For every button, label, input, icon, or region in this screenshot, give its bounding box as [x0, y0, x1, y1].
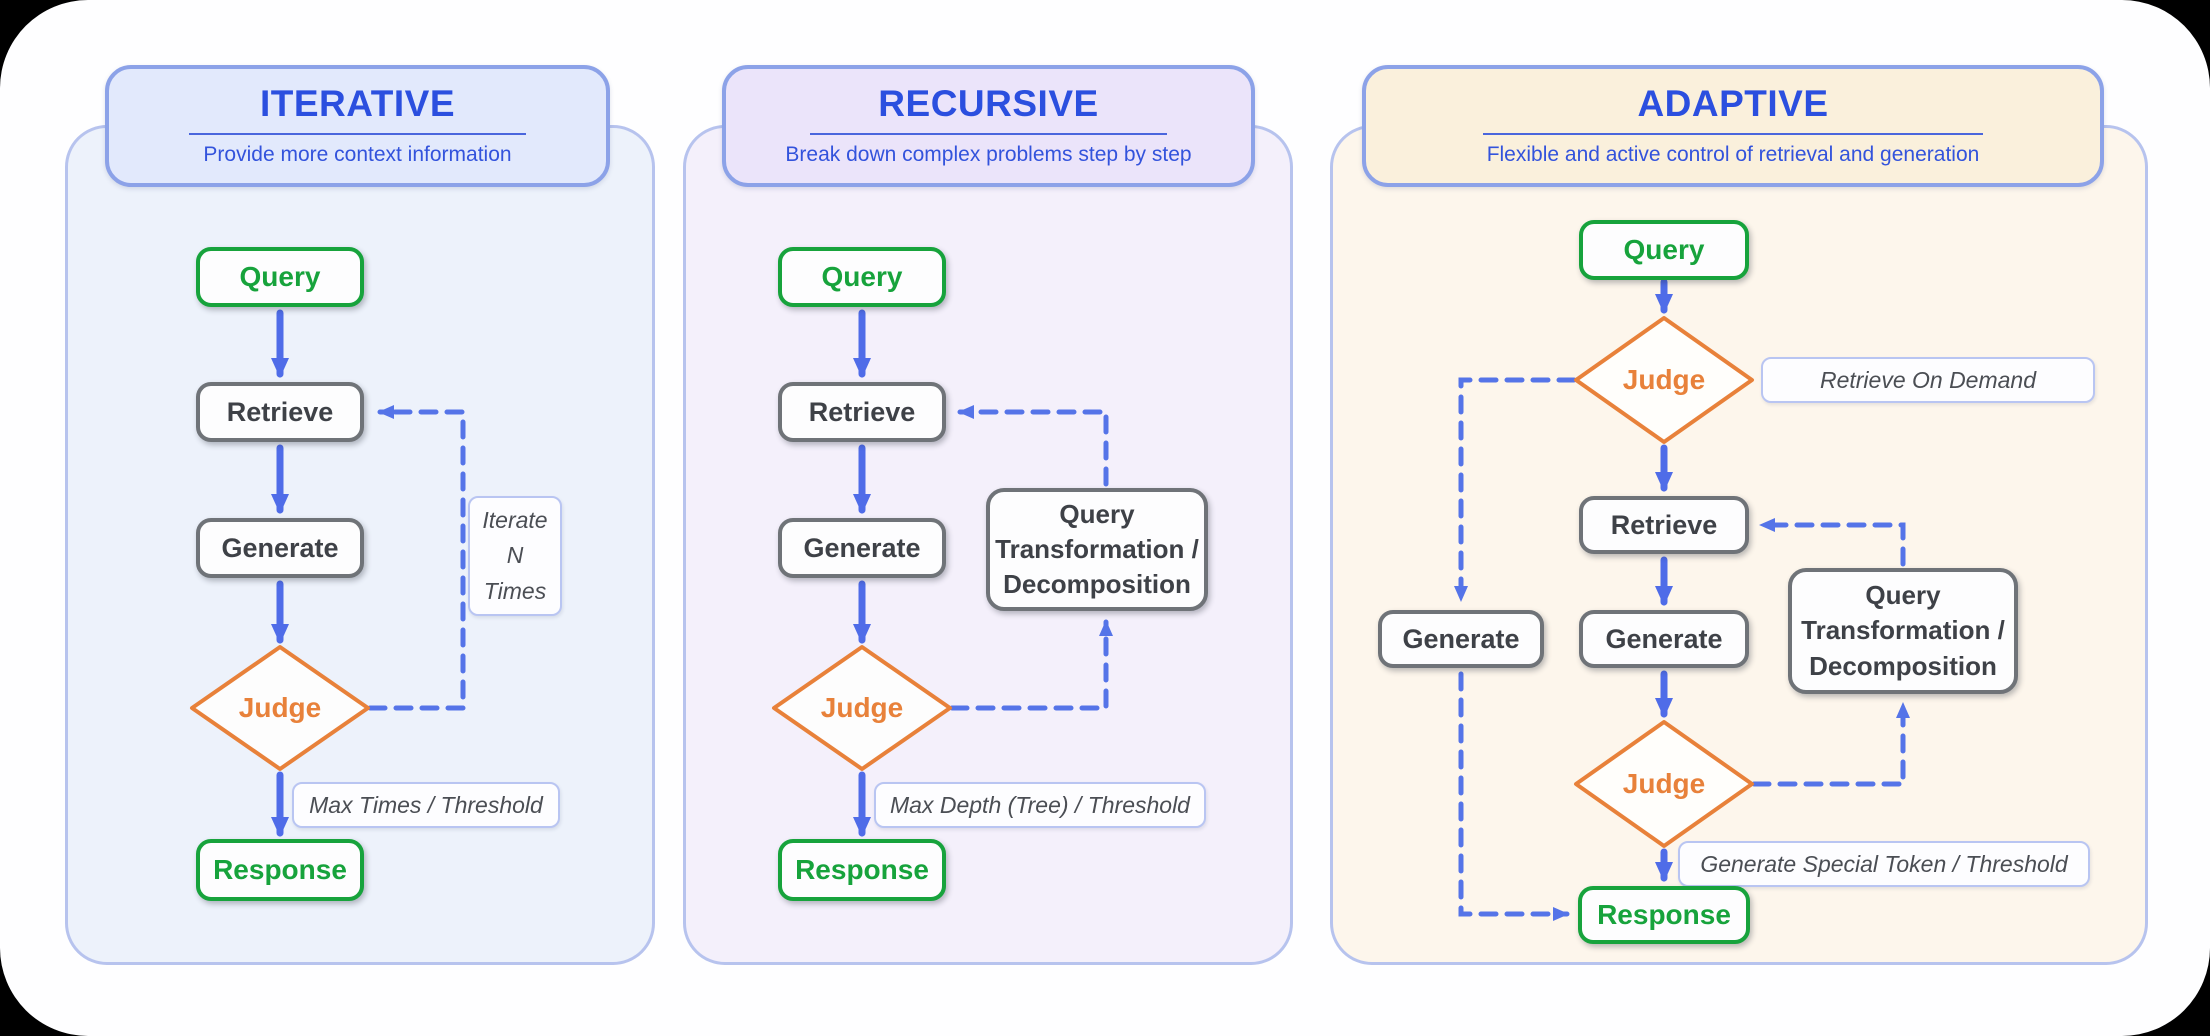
adaptive-title-underline — [1483, 132, 1983, 135]
dashed-generate-left-response — [1458, 671, 1570, 921]
adaptive-header: ADAPTIVE Flexible and active control of … — [1362, 65, 2104, 187]
retrieve-node: Retrieve — [196, 382, 364, 442]
query-transformation-box: Query Transformation / Decomposition — [986, 488, 1208, 611]
dashed-loop-judge-retrieve — [367, 405, 466, 711]
iterative-title-underline — [188, 132, 527, 135]
judge-bottom-diamond — [1574, 720, 1754, 848]
judge-diamond — [190, 645, 370, 771]
retrieve-node: Retrieve — [778, 382, 946, 442]
iterative-subtitle: Provide more context information — [203, 142, 512, 166]
adaptive-flow: Query Judge Retrieve On Demand Retrieve … — [1333, 128, 2145, 962]
transform-line3: Decomposition — [1809, 650, 1997, 681]
max-depth-threshold-tag: Max Depth (Tree) / Threshold — [874, 782, 1206, 828]
recursive-title-underline — [810, 132, 1167, 135]
adaptive-title: ADAPTIVE — [1637, 83, 1829, 125]
query-node: Query — [778, 247, 946, 307]
iterate-tag-line3: Times — [483, 577, 547, 604]
recursive-header: RECURSIVE Break down complex problems st… — [722, 65, 1255, 187]
dashed-transform-retrieve — [1758, 518, 1906, 567]
iterate-n-times-tag: Iterate N Times — [468, 496, 562, 616]
max-times-threshold-tag: Max Times / Threshold — [292, 782, 560, 828]
transform-line1: Query — [1865, 580, 1941, 611]
iterate-tag-line1: Iterate — [482, 506, 548, 533]
judge-top-diamond — [1574, 316, 1754, 444]
retrieve-on-demand-tag: Retrieve On Demand — [1761, 357, 2095, 403]
iterative-header: ITERATIVE Provide more context informati… — [105, 65, 610, 187]
transform-line3: Decomposition — [1003, 569, 1191, 600]
iterate-tag-line2: N — [506, 542, 524, 569]
iterative-panel: Query Retrieve Generate Judge Response I… — [65, 125, 655, 965]
response-node: Response — [196, 839, 364, 901]
transform-line1: Query — [1059, 498, 1135, 529]
iterative-flow: Query Retrieve Generate Judge Response I… — [68, 128, 652, 962]
query-node: Query — [1579, 220, 1749, 280]
recursive-arrows-layer — [772, 309, 1113, 837]
transform-line2: Transformation / — [1801, 615, 2005, 646]
query-node: Query — [196, 247, 364, 307]
recursive-subtitle: Break down complex problems step by step — [785, 142, 1192, 166]
adaptive-arrows-layer — [1454, 278, 1910, 921]
adaptive-subtitle: Flexible and active control of retrieval… — [1486, 142, 1980, 166]
response-node: Response — [778, 839, 946, 901]
recursive-panel: Query Retrieve Generate Judge Response Q… — [683, 125, 1293, 965]
iterative-arrows-layer — [190, 309, 466, 837]
response-node: Response — [1578, 886, 1750, 944]
adaptive-panel: Query Judge Retrieve On Demand Retrieve … — [1330, 125, 2148, 965]
judge-diamond — [772, 645, 952, 771]
recursive-title: RECURSIVE — [878, 83, 1099, 125]
generate-special-token-tag: Generate Special Token / Threshold — [1678, 841, 2090, 887]
generate-node: Generate — [196, 518, 364, 578]
dashed-judge-transform — [949, 619, 1113, 711]
transform-line2: Transformation / — [995, 533, 1199, 564]
iterative-title: ITERATIVE — [260, 83, 455, 125]
dashed-judge-generate-left — [1454, 377, 1577, 603]
generate-node: Generate — [1579, 610, 1749, 668]
retrieve-node: Retrieve — [1579, 496, 1749, 554]
query-transformation-box: Query Transformation / Decomposition — [1788, 568, 2018, 694]
generate-node: Generate — [778, 518, 946, 578]
generate-left-node: Generate — [1378, 610, 1544, 668]
dashed-judge2-transform — [1751, 701, 1910, 787]
dashed-transform-retrieve — [957, 405, 1109, 487]
recursive-flow: Query Retrieve Generate Judge Response Q… — [686, 128, 1290, 962]
